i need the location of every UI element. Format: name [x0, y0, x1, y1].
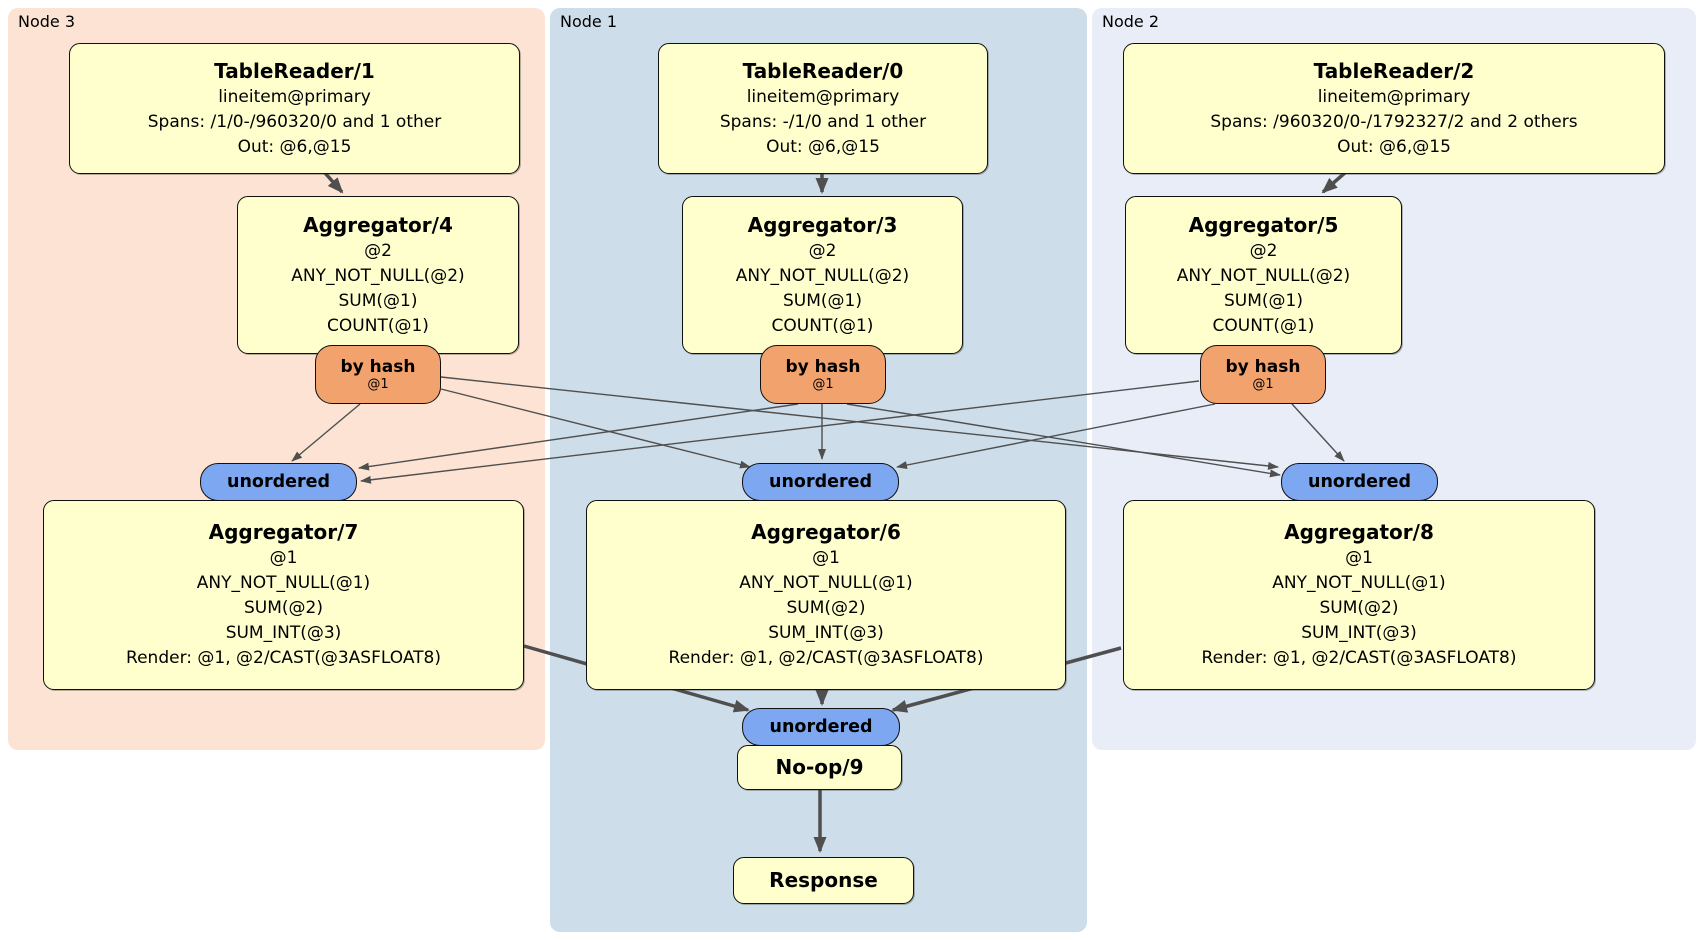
stream-label: unordered [1308, 472, 1411, 492]
processor-title: Aggregator/3 [747, 212, 898, 237]
processor-detail: SUM(@2) [244, 598, 323, 618]
router-detail: @1 [1252, 377, 1274, 392]
processor-aggregator-6: Aggregator/6 @1 ANY_NOT_NULL(@1) SUM(@2)… [586, 500, 1066, 690]
processor-detail: ANY_NOT_NULL(@2) [735, 265, 910, 286]
processor-detail: @1 [269, 548, 298, 568]
processor-detail: Out: @6,@15 [237, 136, 352, 157]
processor-title: Aggregator/6 [751, 520, 901, 544]
processor-title: Response [769, 868, 878, 892]
router-by-hash-node1: by hash @1 [760, 345, 886, 404]
stream-unordered-node1: unordered [742, 463, 899, 501]
processor-detail: ANY_NOT_NULL(@1) [1272, 573, 1446, 593]
node2-region-label: Node 2 [1102, 12, 1160, 31]
processor-detail: SUM(@1) [338, 290, 418, 311]
processor-aggregator-8: Aggregator/8 @1 ANY_NOT_NULL(@1) SUM(@2)… [1123, 500, 1595, 690]
processor-tablereader-0: TableReader/0 lineitem@primary Spans: -/… [658, 43, 988, 174]
router-detail: @1 [367, 377, 389, 392]
processor-detail: COUNT(@1) [1212, 315, 1315, 336]
processor-tablereader-2: TableReader/2 lineitem@primary Spans: /9… [1123, 43, 1665, 174]
processor-title: Aggregator/5 [1188, 212, 1339, 237]
processor-aggregator-7: Aggregator/7 @1 ANY_NOT_NULL(@1) SUM(@2)… [43, 500, 524, 690]
processor-aggregator-4: Aggregator/4 @2 ANY_NOT_NULL(@2) SUM(@1)… [237, 196, 519, 354]
processor-detail: SUM(@2) [1319, 598, 1399, 618]
processor-detail: SUM(@1) [1224, 290, 1303, 311]
processor-detail: Spans: /1/0-/960320/0 and 1 other [147, 111, 442, 132]
processor-aggregator-3: Aggregator/3 @2 ANY_NOT_NULL(@2) SUM(@1)… [682, 196, 963, 354]
processor-title: Aggregator/8 [1284, 520, 1434, 544]
processor-detail: Out: @6,@15 [1337, 136, 1451, 157]
node3-region-label: Node 3 [18, 12, 76, 31]
router-label: by hash [340, 357, 416, 377]
processor-detail: SUM_INT(@3) [768, 623, 884, 643]
router-by-hash-node3: by hash @1 [315, 345, 441, 404]
processor-detail: SUM_INT(@3) [225, 623, 342, 643]
processor-detail: lineitem@primary [1317, 86, 1471, 107]
router-label: by hash [1225, 357, 1301, 377]
processor-detail: SUM(@2) [786, 598, 866, 618]
processor-detail: @2 [364, 240, 392, 261]
processor-detail: @1 [812, 548, 840, 568]
processor-detail: Render: @1, @2/CAST(@3ASFLOAT8) [1201, 648, 1517, 668]
processor-detail: @1 [1345, 548, 1373, 568]
router-by-hash-node2: by hash @1 [1200, 345, 1326, 404]
processor-noop-9: No-op/9 [737, 745, 902, 790]
processor-title: Aggregator/4 [303, 212, 453, 237]
processor-detail: ANY_NOT_NULL(@2) [291, 265, 465, 286]
processor-detail: COUNT(@1) [771, 315, 874, 336]
response-node: Response [733, 857, 914, 904]
processor-detail: ANY_NOT_NULL(@2) [1176, 265, 1351, 286]
stream-label: unordered [769, 717, 873, 737]
stream-label: unordered [769, 472, 872, 492]
processor-title: TableReader/2 [1313, 58, 1475, 83]
router-detail: @1 [812, 377, 834, 392]
processor-title: TableReader/0 [742, 58, 904, 83]
stream-unordered-node2: unordered [1281, 463, 1438, 501]
processor-title: No-op/9 [775, 755, 864, 779]
stream-unordered-node3: unordered [200, 463, 357, 501]
processor-detail: Out: @6,@15 [766, 136, 880, 157]
processor-title: Aggregator/7 [208, 520, 359, 544]
processor-detail: lineitem@primary [746, 86, 900, 107]
processor-detail: ANY_NOT_NULL(@1) [196, 573, 371, 593]
processor-detail: SUM(@1) [783, 290, 862, 311]
router-label: by hash [785, 357, 861, 377]
processor-detail: COUNT(@1) [327, 315, 429, 336]
stream-label: unordered [227, 472, 330, 492]
processor-detail: lineitem@primary [218, 86, 371, 107]
processor-aggregator-5: Aggregator/5 @2 ANY_NOT_NULL(@2) SUM(@1)… [1125, 196, 1402, 354]
processor-tablereader-1: TableReader/1 lineitem@primary Spans: /1… [69, 43, 520, 174]
processor-detail: @2 [808, 240, 837, 261]
processor-title: TableReader/1 [214, 58, 375, 83]
processor-detail: SUM_INT(@3) [1301, 623, 1417, 643]
stream-unordered-final: unordered [742, 708, 900, 746]
processor-detail: Spans: -/1/0 and 1 other [719, 111, 927, 132]
processor-detail: Render: @1, @2/CAST(@3ASFLOAT8) [126, 648, 441, 668]
processor-detail: Spans: /960320/0-/1792327/2 and 2 others [1210, 111, 1578, 132]
node1-region-label: Node 1 [560, 12, 618, 31]
processor-detail: @2 [1249, 240, 1278, 261]
processor-detail: Render: @1, @2/CAST(@3ASFLOAT8) [668, 648, 984, 668]
processor-detail: ANY_NOT_NULL(@1) [739, 573, 913, 593]
